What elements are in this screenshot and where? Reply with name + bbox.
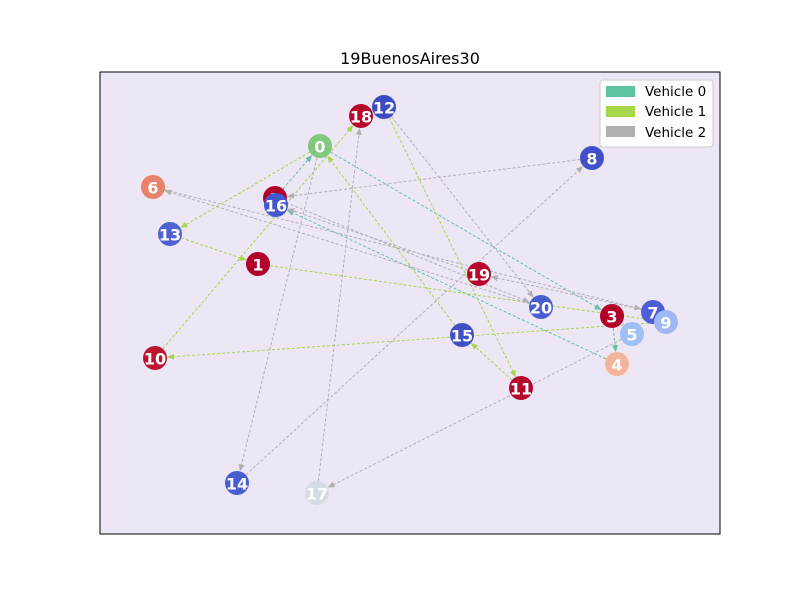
edge-vehicle-0-0-to-3 [330,151,602,311]
legend-label-vehicle-0: Vehicle 0 [645,84,706,100]
node-5: 5 [620,322,644,346]
node-label-8: 8 [586,150,597,169]
node-20: 20 [529,295,553,319]
node-10: 10 [143,346,167,370]
node-17: 17 [305,481,329,505]
node-circle-19 [467,262,491,286]
edge-vehicle-2-2-to-20 [285,202,530,303]
node-4: 4 [605,352,629,376]
node-circle-11 [509,376,533,400]
node-15: 15 [450,323,474,347]
node-circle-3 [600,304,624,328]
edge-vehicle-2-6-to-7 [164,189,642,311]
legend-swatch-vehicle-1 [606,106,635,117]
legend-label-vehicle-2: Vehicle 2 [645,125,706,141]
node-14: 14 [225,471,249,495]
edges-layer [162,116,655,488]
node-0: 0 [308,134,332,158]
node-16: 16 [264,193,288,217]
node-label-5: 5 [626,326,637,345]
node-9: 9 [654,310,678,334]
edge-vehicle-2-7-to-19 [490,275,642,310]
legend-label-vehicle-1: Vehicle 1 [645,104,706,120]
node-circle-15 [450,323,474,347]
node-circle-20 [529,295,553,319]
legend-item-vehicle-0: Vehicle 0 [606,84,706,100]
node-label-7: 7 [647,304,658,323]
edge-vehicle-0-4-to-16 [286,210,607,360]
edge-vehicle-1-11-to-15 [470,343,513,381]
edge-vehicle-1-10-to-18 [162,125,354,350]
edge-vehicle-2-12-to-20 [391,116,534,298]
node-circle-10 [143,346,167,370]
node-label-14: 14 [226,475,248,494]
edge-vehicle-2-8-to-2 [286,159,581,199]
edge-vehicle-0-2-to-0 [282,155,313,190]
edge-vehicle-0-3-to-4 [612,327,619,353]
legend: Vehicle 0 Vehicle 1 Vehicle 2 [599,79,714,148]
node-circle-16 [264,193,288,217]
node-circle-1 [246,252,270,276]
edge-vehicle-1-1-to-9 [269,265,655,323]
edge-vehicle-2-20-to-6 [164,189,530,304]
node-label-15: 15 [451,327,473,346]
edge-vehicle-1-13-to-1 [181,237,247,261]
edge-vehicle-1-12-to-11 [388,117,516,378]
edge-vehicle-2-17-to-18 [317,127,362,482]
node-circle-13 [158,222,182,246]
node-circle-12 [372,95,396,119]
node-label-12: 12 [373,99,395,118]
edge-vehicle-2-19-to-16 [287,208,468,271]
node-12: 12 [372,95,396,119]
node-circle-5 [620,322,644,346]
node-13: 13 [158,222,182,246]
node-circle-6 [141,175,165,199]
node-label-9: 9 [660,314,671,333]
node-label-11: 11 [510,380,532,399]
node-circle-4 [605,352,629,376]
node-label-16: 16 [265,197,287,216]
node-label-3: 3 [606,308,617,327]
edge-vehicle-1-9-to-10 [167,322,655,360]
node-1: 1 [246,252,270,276]
edge-vehicle-1-15-to-0 [327,155,456,326]
node-label-20: 20 [530,299,552,318]
node-label-19: 19 [468,266,490,285]
node-circle-8 [580,146,604,170]
legend-swatch-vehicle-2 [606,126,635,137]
node-circle-17 [305,481,329,505]
node-19: 19 [467,262,491,286]
legend-swatch-vehicle-0 [606,86,635,97]
node-label-10: 10 [144,350,166,369]
node-label-6: 6 [147,179,158,198]
node-label-18: 18 [350,108,372,127]
node-circle-18 [349,104,373,128]
plot-title: 19BuenosAires30 [340,49,480,68]
node-18: 18 [349,104,373,128]
node-circle-9 [654,310,678,334]
edge-vehicle-2-14-to-8 [245,166,584,476]
node-label-13: 13 [159,226,181,245]
legend-item-vehicle-1: Vehicle 1 [606,104,706,120]
node-circle-0 [308,134,332,158]
node-11: 11 [509,376,533,400]
node-8: 8 [580,146,604,170]
node-3: 3 [600,304,624,328]
legend-item-vehicle-2: Vehicle 2 [606,125,706,141]
nodes-layer: 01234567891011121314151617181920 [141,95,678,505]
node-label-17: 17 [306,485,328,504]
edge-vehicle-2-0-to-14 [238,157,318,472]
node-circle-14 [225,471,249,495]
node-label-0: 0 [314,138,325,157]
node-label-1: 1 [252,256,263,275]
node-6: 6 [141,175,165,199]
node-label-4: 4 [611,356,622,375]
